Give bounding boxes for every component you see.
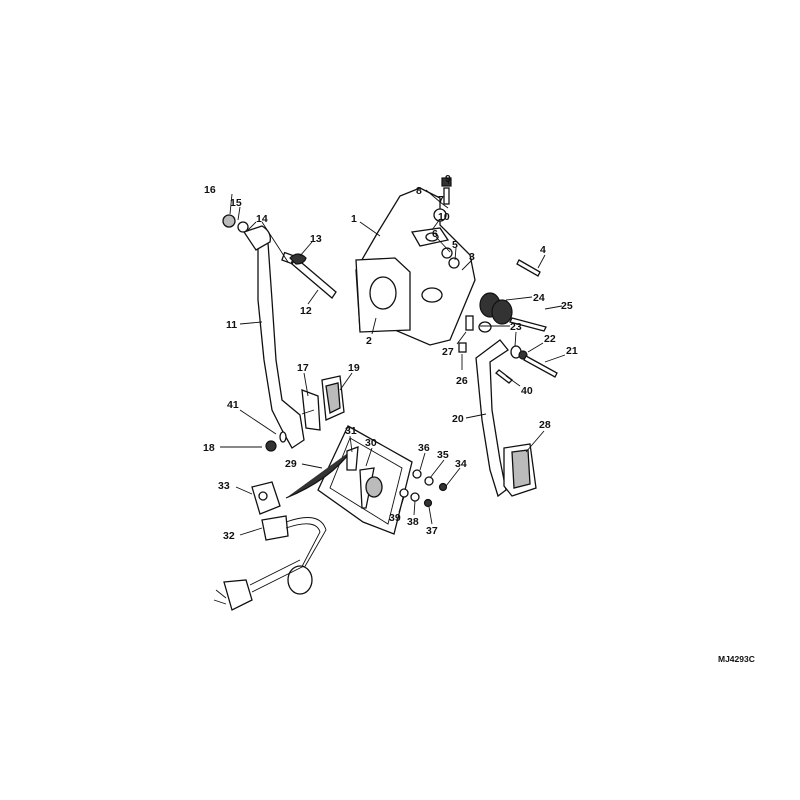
callout-19: 19 (348, 362, 360, 374)
callout-39: 39 (389, 512, 401, 524)
callout-20: 20 (452, 413, 464, 425)
callout-41: 41 (227, 399, 239, 411)
callout-15: 15 (230, 197, 242, 209)
callout-21: 21 (566, 345, 578, 357)
switch-mounting-plate-part (213, 425, 448, 611)
callout-13: 13 (310, 233, 322, 245)
callout-35: 35 (437, 449, 449, 461)
callout-5: 5 (452, 239, 458, 251)
callout-33: 33 (218, 480, 230, 492)
callout-26: 26 (456, 375, 468, 387)
callout-32: 32 (223, 530, 235, 542)
callout-14: 14 (256, 213, 268, 225)
callout-38: 38 (407, 516, 419, 528)
callout-labels: 16 15 14 13 12 11 1 2 8 9 7 10 6 5 3 4 2… (203, 173, 755, 664)
leader-lines (220, 179, 566, 536)
clutch-pedal-pad-parts (265, 375, 345, 452)
callout-24: 24 (533, 292, 545, 304)
callout-4: 4 (540, 244, 546, 256)
callout-25: 25 (561, 300, 573, 312)
callout-7: 7 (438, 194, 444, 206)
callout-17: 17 (297, 362, 309, 374)
callout-9: 9 (445, 173, 451, 185)
callout-23: 23 (510, 321, 522, 333)
callout-6: 6 (432, 228, 438, 240)
callout-12: 12 (300, 305, 312, 317)
callout-36: 36 (418, 442, 430, 454)
callout-11: 11 (226, 319, 237, 331)
callout-29: 29 (285, 458, 297, 470)
pedal-box-housing-part (355, 177, 476, 346)
callout-31: 31 (345, 425, 357, 437)
callout-40: 40 (521, 385, 533, 397)
callout-30: 30 (365, 437, 377, 449)
callout-28: 28 (539, 419, 551, 431)
callout-1: 1 (351, 213, 357, 225)
callout-8: 8 (416, 185, 422, 197)
callout-27: 27 (442, 346, 454, 358)
diagram-reference-code: MJ4293C (718, 654, 755, 664)
callout-10: 10 (438, 211, 450, 223)
callout-34: 34 (455, 458, 467, 470)
callout-22: 22 (544, 333, 556, 345)
callout-18: 18 (203, 442, 215, 454)
callout-2: 2 (366, 335, 372, 347)
clutch-pedal-part (222, 214, 337, 449)
callout-3: 3 (469, 251, 475, 263)
brake-pedal-part (458, 259, 558, 498)
callout-37: 37 (426, 525, 438, 537)
callout-16: 16 (204, 184, 216, 196)
